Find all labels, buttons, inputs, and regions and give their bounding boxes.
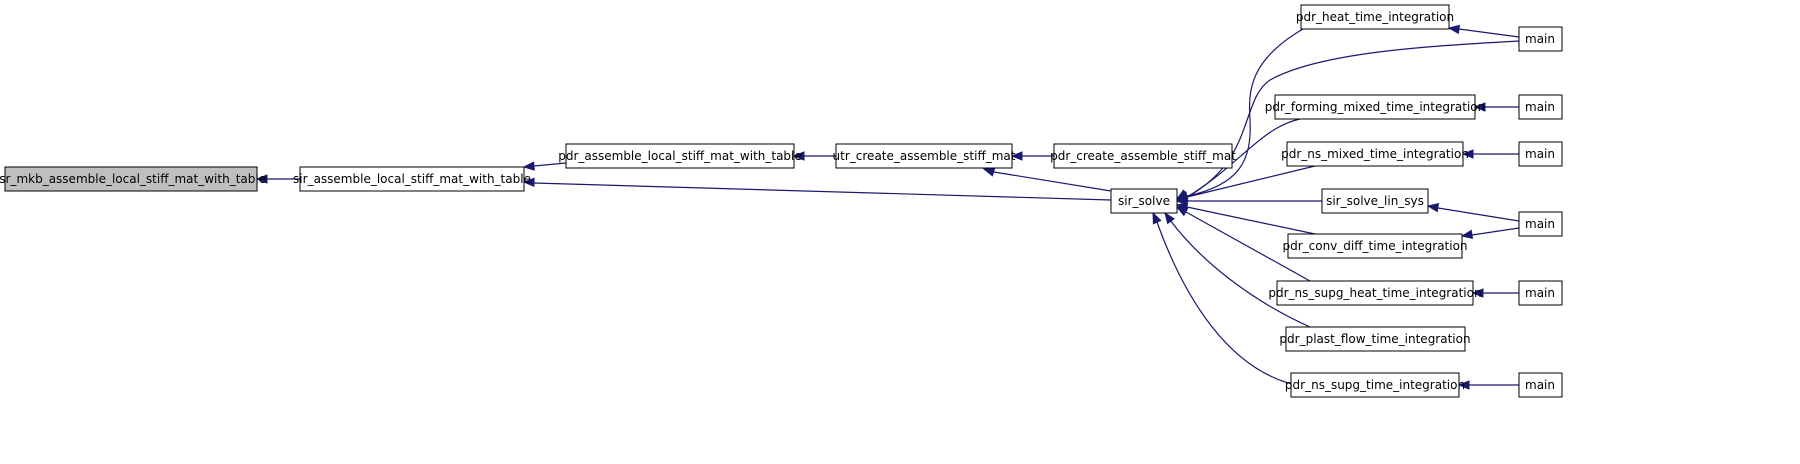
node-label: lsr_mkb_assemble_local_stiff_mat_with_ta… [0,172,266,186]
node-label: pdr_ns_mixed_time_integration [1281,147,1469,161]
edge-line [1186,118,1301,198]
node-main-6[interactable]: main [1518,372,1563,398]
edge-arrowhead [1164,211,1176,225]
edge-main4-to-linsys [1426,202,1520,222]
node-pdr-assemble-local-stiff-mat-with-table[interactable]: pdr_assemble_local_stiff_mat_with_table [558,143,802,169]
call-graph-edges [255,24,1520,390]
node-label: pdr_conv_diff_time_integration [1282,239,1467,253]
edge-arrowhead [1457,380,1470,390]
edge-line [1437,207,1520,222]
edge-arrowhead [1426,202,1440,213]
edge-arrowhead [1473,102,1486,112]
edge-line [533,182,1112,201]
edge-main6-to-supg [1457,380,1519,390]
edge-line [993,171,1112,192]
edge-line [1186,28,1304,197]
edge-main3-to-nsmixed [1461,149,1519,159]
edge-main2-to-forming [1473,102,1519,112]
node-label: pdr_create_assemble_stiff_mat [1050,149,1236,163]
node-label: pdr_plast_flow_time_integration [1279,332,1470,346]
edge-line [1458,28,1520,38]
edge-linsys-to-sir_solve [1175,196,1322,206]
node-pdr-create-assemble-stiff-mat[interactable]: pdr_create_assemble_stiff_mat [1050,143,1236,169]
edge-arrowhead [1175,206,1189,217]
edge-pdr_create-to-utr [1010,151,1054,161]
edge-line [1156,221,1297,386]
node-main-3[interactable]: main [1518,141,1563,167]
edge-supg-to-sir_solve [1152,211,1297,386]
edge-supgheat-to-sir_solve [1175,206,1311,282]
node-label: sir_solve [1118,194,1170,208]
node-pdr-ns-supg-time-integration[interactable]: pdr_ns_supg_time_integration [1285,372,1465,398]
edge-arrowhead [1461,149,1474,159]
node-utr-create-assemble-stiff-mat[interactable]: utr_create_assemble_stiff_mat [833,143,1016,169]
call-graph-nodes: lsr_mkb_assemble_local_stiff_mat_with_ta… [0,4,1563,398]
edge-sir_asm-to-lsr [255,174,300,184]
node-label: sir_assemble_local_stiff_mat_with_table [293,172,531,186]
node-pdr-forming-mixed-time-integration[interactable]: pdr_forming_mixed_time_integration [1265,94,1486,120]
edge-line [1185,211,1311,282]
edge-nsmixed-to-sir_solve [1175,165,1316,203]
edge-arrowhead [1152,211,1162,225]
node-label: utr_create_assemble_stiff_mat [833,149,1016,163]
edge-utr-to-pdr_asm [792,151,836,161]
edge-main1-to-heat [1447,24,1520,38]
node-label: sir_solve_lin_sys [1326,194,1424,208]
edge-main4-to-convdiff [1460,227,1520,240]
edge-sir_solve-to-utr [982,167,1112,192]
node-main-2[interactable]: main [1518,94,1563,120]
node-main-1[interactable]: main [1518,26,1563,52]
edge-plast-to-sir_solve [1164,211,1311,328]
edge-arrowhead [255,174,268,184]
node-label: main [1525,217,1555,231]
edge-arrowhead [1175,196,1188,206]
node-pdr-heat-time-integration[interactable]: pdr_heat_time_integration [1296,4,1454,30]
node-pdr-ns-supg-heat-time-integration[interactable]: pdr_ns_supg_heat_time_integration [1268,280,1482,306]
edge-sir_solve-to-sir_asm [522,177,1112,201]
edge-arrowhead [1010,151,1023,161]
edge-line [1471,227,1520,236]
node-label: pdr_heat_time_integration [1296,10,1454,24]
node-label: main [1525,378,1555,392]
node-label: main [1525,286,1555,300]
edge-arrowhead [982,167,996,177]
node-main-4[interactable]: main [1518,211,1563,237]
node-pdr-conv-diff-time-integration[interactable]: pdr_conv_diff_time_integration [1282,233,1468,259]
node-main-5[interactable]: main [1518,280,1563,306]
edge-line [1186,40,1520,198]
edge-line [1186,165,1316,198]
node-label: main [1525,32,1555,46]
edge-line [1186,206,1316,235]
edge-pdr_asm-to-sir_asm [522,161,567,171]
node-sir-solve[interactable]: sir_solve [1110,188,1178,214]
edge-arrowhead [1471,288,1484,298]
edge-main1-to-sir_solve [1175,40,1520,200]
node-pdr-plast-flow-time-integration[interactable]: pdr_plast_flow_time_integration [1279,326,1471,352]
node-label: pdr_ns_supg_heat_time_integration [1268,286,1481,300]
edge-line [533,162,567,167]
edge-arrowhead [792,151,805,161]
edge-arrowhead [522,161,535,171]
edge-arrowhead [1447,24,1461,35]
edge-main5-to-supgheat [1471,288,1519,298]
node-label: main [1525,100,1555,114]
node-pdr-ns-mixed-time-integration[interactable]: pdr_ns_mixed_time_integration [1281,141,1469,167]
edge-line [1169,219,1311,328]
node-label: pdr_forming_mixed_time_integration [1265,100,1486,114]
edge-arrowhead [522,177,535,188]
node-label: pdr_ns_supg_time_integration [1285,378,1465,392]
node-label: main [1525,147,1555,161]
node-label: pdr_assemble_local_stiff_mat_with_table [558,149,802,163]
node-sir-solve-lin-sys[interactable]: sir_solve_lin_sys [1321,188,1429,214]
node-sir-assemble-local-stiff-mat-with-table[interactable]: sir_assemble_local_stiff_mat_with_table [293,166,531,192]
edge-arrowhead [1460,229,1474,240]
node-lsr-mkb-assemble-local-stiff-mat-with-table[interactable]: lsr_mkb_assemble_local_stiff_mat_with_ta… [0,166,266,192]
